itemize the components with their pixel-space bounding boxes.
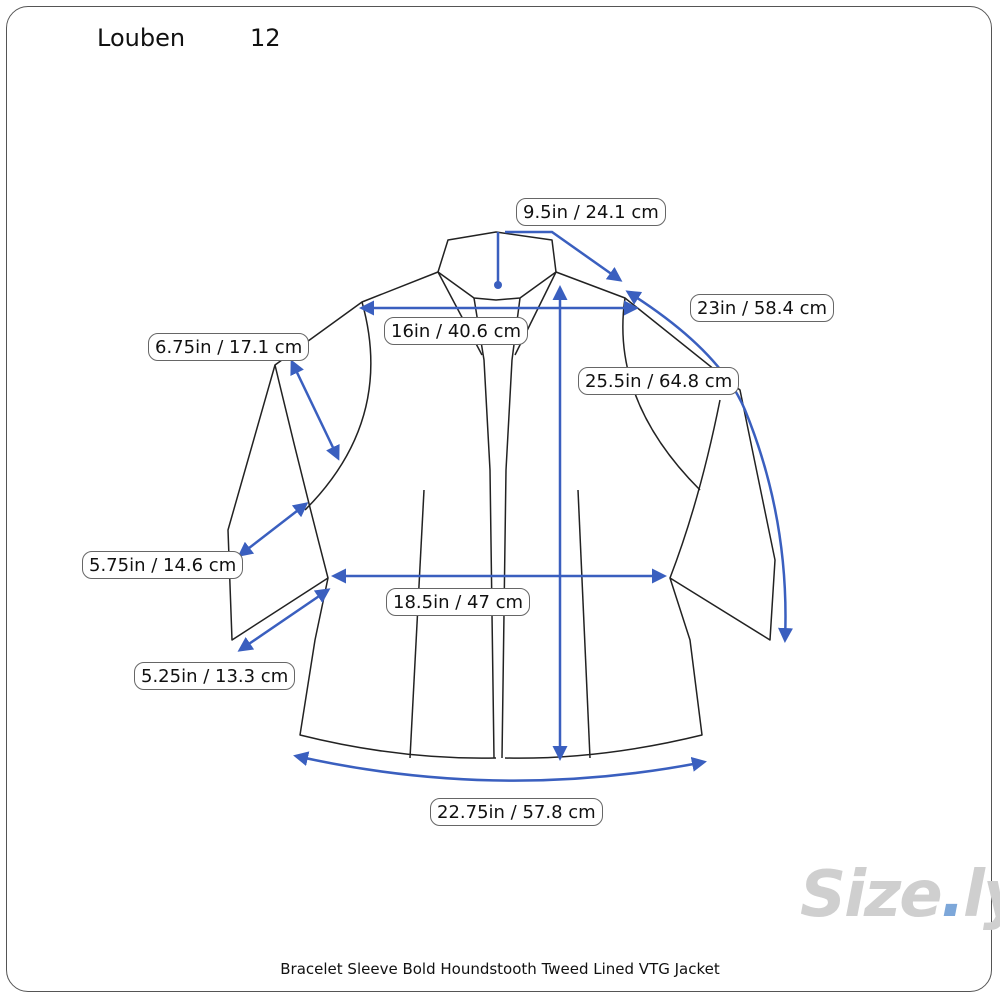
label-sleeve-length: 23in / 58.4 cm [690, 294, 835, 322]
arrow-hem-width [293, 751, 707, 782]
right-lapel [501, 297, 521, 759]
arrow-neck-to-shoulder [496, 230, 620, 283]
label-sleeve-width: 5.75in / 14.6 cm [82, 551, 244, 579]
label-armhole: 6.75in / 17.1 cm [148, 333, 310, 361]
arrow-sleeve-length [625, 290, 793, 643]
arrow-sleeve-width [237, 502, 309, 557]
measurement-arrows [237, 230, 793, 782]
product-caption: Bracelet Sleeve Bold Houndstooth Tweed L… [280, 960, 720, 978]
label-hem-width: 22.75in / 57.8 cm [430, 798, 603, 826]
label-neck-to-shoulder: 9.5in / 24.1 cm [516, 198, 666, 226]
size-label: 12 [250, 24, 281, 52]
diagram-frame [6, 6, 992, 992]
label-sleeve-opening: 5.25in / 13.3 cm [134, 662, 296, 690]
arrow-sleeve-opening [237, 588, 331, 652]
label-shoulder-width: 16in / 40.6 cm [384, 317, 529, 345]
left-lapel [473, 297, 495, 759]
right-dart [577, 489, 591, 759]
left-dart [409, 489, 425, 759]
right-body [504, 271, 776, 759]
sizely-logo: Size.ly [800, 858, 1000, 932]
arrow-armhole [290, 359, 340, 461]
label-chest-width: 18.5in / 47 cm [386, 588, 531, 616]
left-armhole-seam [304, 301, 372, 511]
label-body-length: 25.5in / 64.8 cm [578, 367, 740, 395]
brand-name: Louben [97, 24, 186, 52]
